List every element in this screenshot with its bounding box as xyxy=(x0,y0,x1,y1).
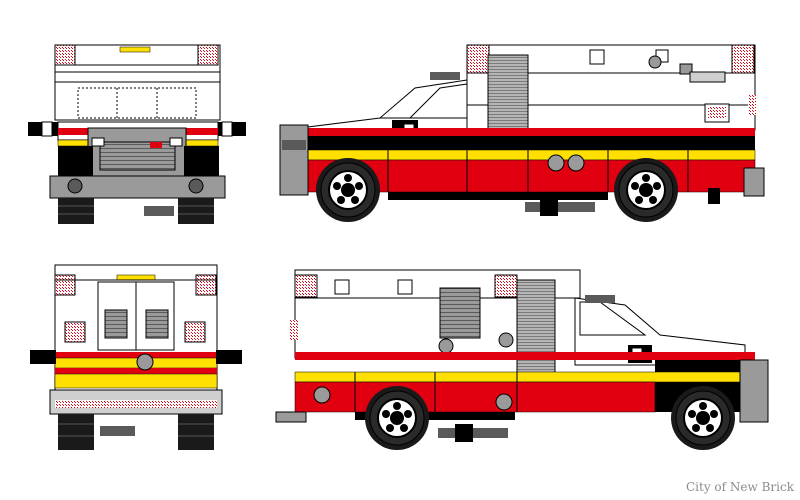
rear-view xyxy=(30,264,242,450)
right-side-view xyxy=(275,269,769,451)
cab-right xyxy=(574,295,746,366)
front-view xyxy=(28,44,246,224)
box-body xyxy=(466,44,756,191)
grille xyxy=(87,127,187,181)
caption-text: City of New Brick xyxy=(686,480,794,494)
windshield xyxy=(77,87,197,119)
rear-doors xyxy=(97,281,175,351)
mirrors xyxy=(28,121,246,137)
left-side-view xyxy=(279,44,765,223)
tires xyxy=(58,198,214,224)
